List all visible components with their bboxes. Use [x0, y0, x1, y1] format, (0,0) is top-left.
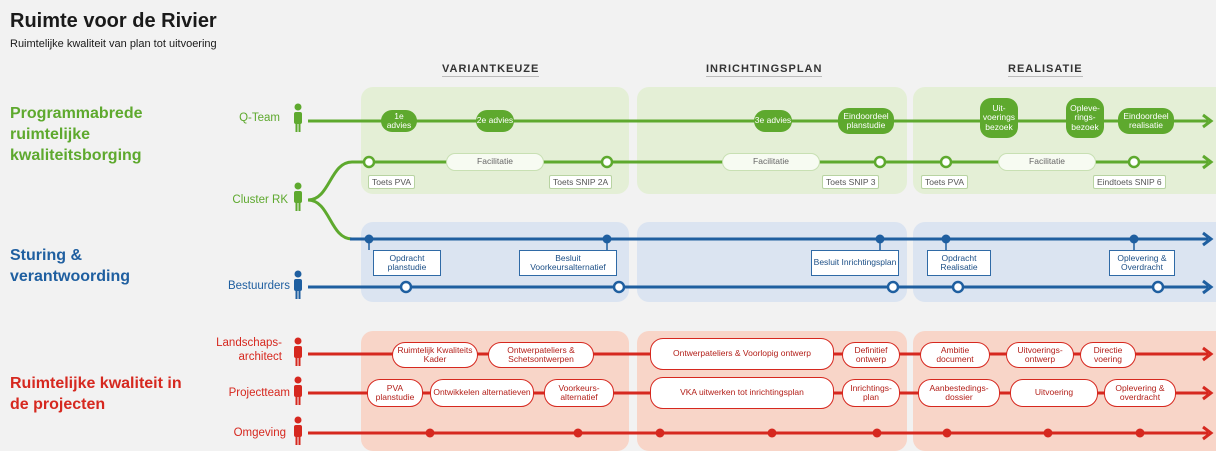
qteam-item: Uit-voerings bezoek — [980, 98, 1018, 138]
blue-box: Opdracht planstudie — [373, 250, 441, 276]
cluster-node — [362, 155, 376, 169]
landschap-item: Ontwerpateliers & Schetsontwerpen — [488, 342, 594, 368]
role-bestuurders: Bestuurders — [227, 280, 290, 292]
landschap-item: Directie voering — [1080, 342, 1136, 368]
phase-header-realisatie: REALISATIE — [1008, 63, 1083, 77]
cluster-tag: Toets SNIP 2A — [549, 175, 613, 189]
role-projectteam: Projectteam — [228, 387, 290, 399]
facilitatie-pill: Facilitatie — [446, 153, 544, 171]
facilitatie-pill: Facilitatie — [998, 153, 1096, 171]
blue-box: Besluit Voorkeursalternatief — [519, 250, 617, 276]
cluster-node — [600, 155, 614, 169]
page-subtitle: Ruimtelijke kwaliteit van plan tot uitvo… — [10, 38, 217, 50]
cluster-arrow — [1202, 154, 1214, 170]
omgeving-dot — [872, 428, 882, 438]
cluster-node — [1127, 155, 1141, 169]
projectteam-item: Ontwikkelen alternatieven — [430, 379, 534, 407]
person-icon-landschap — [294, 337, 302, 366]
omgeving-dot — [1043, 428, 1053, 438]
role-landschap: Landschaps- architect — [200, 336, 282, 364]
phase-header-inrichtingsplan: INRICHTINGSPLAN — [706, 63, 823, 77]
role-omgeving: Omgeving — [233, 427, 286, 439]
qteam-arrow — [1202, 113, 1214, 129]
projectteam-item: PVA planstudie — [367, 379, 423, 407]
person-icon-omgeving — [294, 416, 302, 445]
landschap-item: Ruimtelijk Kwaliteits Kader — [392, 342, 478, 368]
projectteam-arrow — [1202, 385, 1214, 401]
qteam-item: Eindoordeel realisatie — [1118, 108, 1174, 134]
qteam-item: Opleve-rings-bezoek — [1066, 98, 1104, 138]
blue-box: Besluit Inrichtingsplan — [811, 250, 899, 276]
omgeving-arrow — [1202, 425, 1214, 441]
role-qteam: Q-Team — [239, 112, 280, 124]
role-cluster: Cluster RK — [232, 194, 288, 206]
projectteam-item: Uitvoering — [1010, 379, 1098, 407]
cluster-tag: Toets SNIP 3 — [822, 175, 880, 189]
role-landschap-line1: Landschaps- — [216, 337, 282, 349]
cluster-node — [939, 155, 953, 169]
person-icon-projectteam — [294, 376, 302, 405]
phase-header-variantkeuze: VARIANTKEUZE — [442, 63, 540, 77]
cluster-node — [873, 155, 887, 169]
landschap-arrow — [1202, 346, 1214, 362]
qteam-item: 1e advies — [381, 110, 417, 132]
omgeving-dot — [573, 428, 583, 438]
qteam-item: Eindoordeel planstudie — [838, 108, 894, 134]
landschap-item: Definitief ontwerp — [842, 342, 900, 368]
cluster-branch-down — [307, 198, 353, 241]
qteam-item: 3e advies — [754, 110, 792, 132]
bestuurders-arrow — [1202, 279, 1214, 295]
cluster-tag: Eindtoets SNIP 6 — [1093, 175, 1166, 189]
blue-box: Oplevering & Overdracht — [1109, 250, 1175, 276]
projectteam-item: Aanbestedings-dossier — [918, 379, 1000, 407]
person-icon-qteam — [294, 103, 302, 132]
omgeving-dot — [1135, 428, 1145, 438]
cluster-tag: Toets PVA — [921, 175, 969, 189]
omgeving-dot — [767, 428, 777, 438]
blue-node — [399, 280, 413, 294]
omgeving-dot — [655, 428, 665, 438]
blue-node — [951, 280, 965, 294]
projectteam-item: VKA uitwerken tot inrichtingsplan — [650, 377, 834, 409]
landschap-item: Uitvoerings-ontwerp — [1006, 342, 1074, 368]
cluster-branch-up — [307, 160, 1208, 202]
blue-box: Opdracht Realisatie — [927, 250, 991, 276]
blue-node — [612, 280, 626, 294]
blue-node — [1151, 280, 1165, 294]
qteam-item: 2e advies — [476, 110, 514, 132]
omgeving-dot — [425, 428, 435, 438]
facilitatie-pill: Facilitatie — [722, 153, 820, 171]
category-label-blue: Sturing & verantwoording — [10, 247, 131, 285]
blue-node — [886, 280, 900, 294]
projectteam-item: Inrichtings-plan — [842, 379, 900, 407]
role-landschap-line2: architect — [238, 351, 282, 363]
blue-upper-arrow — [1202, 231, 1214, 247]
omgeving-dot — [942, 428, 952, 438]
projectteam-item: Oplevering & overdracht — [1104, 379, 1176, 407]
person-icon-bestuurders — [294, 270, 302, 299]
category-label-red: Ruimtelijke kwaliteit in de projecten — [10, 375, 182, 413]
person-icon-cluster — [294, 182, 302, 211]
cluster-tag: Toets PVA — [368, 175, 416, 189]
landschap-item: Ontwerpateliers & Voorlopig ontwerp — [650, 338, 834, 370]
page-title: Ruimte voor de Rivier — [10, 10, 217, 32]
category-label-green: Programmabrede ruimtelijke kwaliteitsbor… — [10, 105, 143, 164]
landschap-item: Ambitie document — [920, 342, 990, 368]
projectteam-item: Voorkeurs-alternatief — [544, 379, 614, 407]
